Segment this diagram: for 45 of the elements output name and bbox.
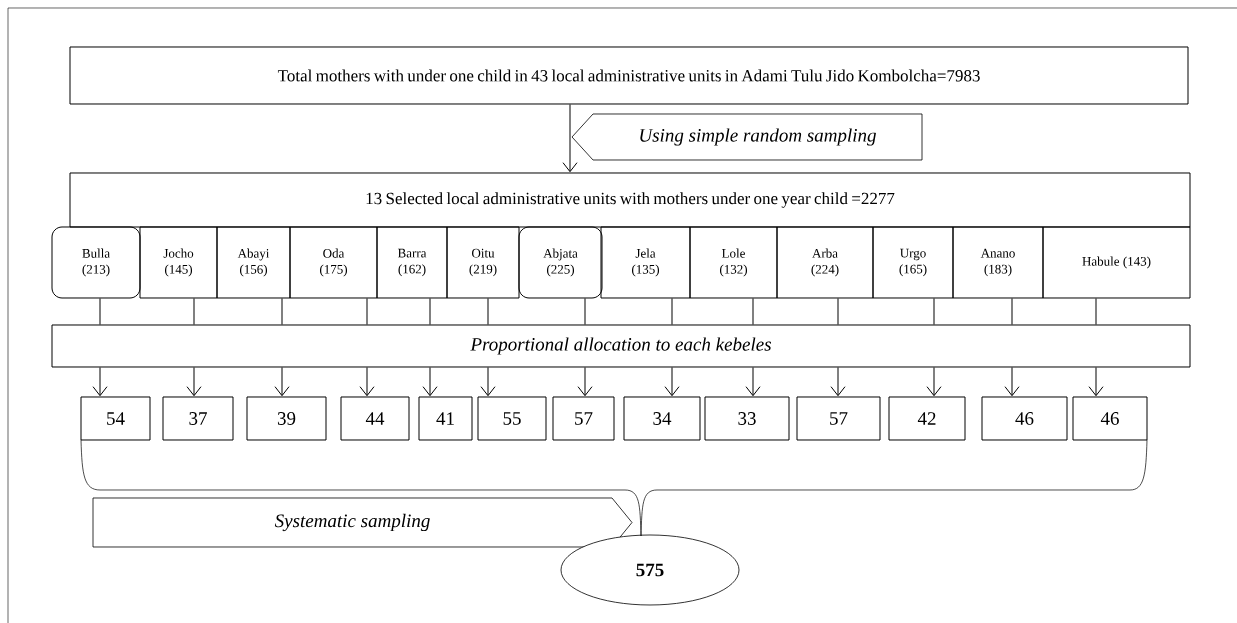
count-box: 55	[477, 396, 547, 441]
arrow	[186, 367, 202, 397]
arrow	[480, 367, 496, 397]
kebele-box: Oitu (219)	[446, 226, 520, 299]
count-box: 46	[981, 396, 1068, 441]
count-box: 42	[888, 396, 966, 441]
count-box: 46	[1072, 396, 1148, 441]
count-box: 54	[80, 396, 151, 441]
arrow-callout: Systematic sampling	[92, 497, 633, 548]
kebele-box: Barra (162)	[376, 226, 448, 299]
step-band: Proportional allocation to each kebeles	[51, 324, 1191, 368]
arrow	[92, 367, 108, 397]
count-box: 44	[340, 396, 410, 441]
arrow	[664, 367, 680, 397]
count-box: 33	[704, 396, 790, 441]
arrow	[830, 367, 846, 397]
kebele-box: Jocho (145)	[139, 226, 218, 299]
arrow	[562, 104, 578, 173]
arrow	[1004, 367, 1020, 397]
arrow	[1088, 367, 1104, 397]
kebele-box: Habule (143)	[1042, 226, 1191, 299]
arrow	[359, 367, 375, 397]
arrow-callout: Using simple random sampling	[571, 113, 923, 161]
count-box: 57	[552, 396, 615, 441]
kebele-box: Bulla (213)	[51, 226, 141, 299]
kebele-box: Urgo (165)	[872, 226, 954, 299]
kebele-box: Anano (183)	[952, 226, 1044, 299]
count-box: 37	[162, 396, 234, 441]
arrow	[274, 367, 290, 397]
count-box: 39	[246, 396, 327, 441]
count-box: 41	[418, 396, 473, 441]
count-box: 57	[796, 396, 881, 441]
arrow	[745, 367, 761, 397]
count-box: 34	[623, 396, 701, 441]
arrow	[422, 367, 438, 397]
kebele-box: Abayi (156)	[216, 226, 291, 299]
arrow	[926, 367, 942, 397]
kebele-box: Lole (132)	[689, 226, 778, 299]
arrow	[577, 367, 593, 397]
kebele-box: Oda (175)	[289, 226, 378, 299]
heading-box: 13 Selected local administrative units with mothers under one year child =2277	[69, 172, 1191, 228]
heading-box: Total mothers with under one child in 43 local administrative units in Adami Tulu Jido Kombolcha=7983	[69, 46, 1189, 105]
kebele-box: Jela (135)	[600, 226, 691, 299]
kebele-box: Arba (224)	[776, 226, 874, 299]
kebele-box: Abjata (225)	[518, 226, 603, 299]
